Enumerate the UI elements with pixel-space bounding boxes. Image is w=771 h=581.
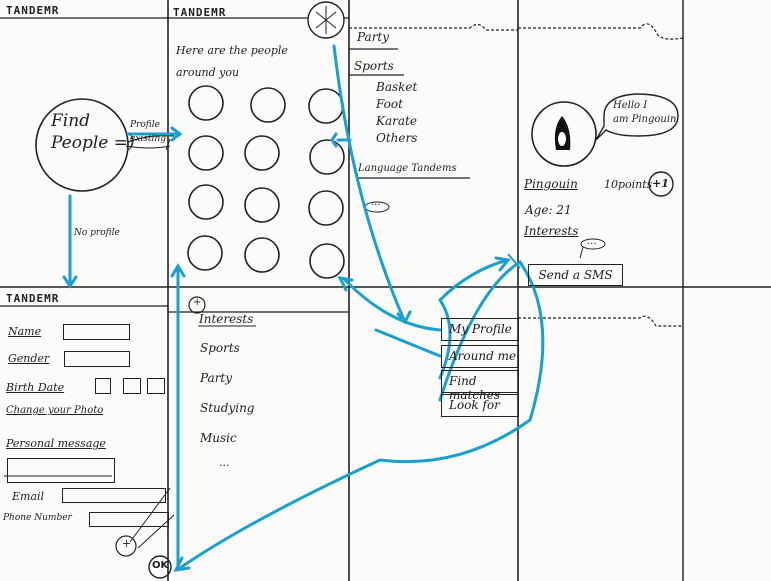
plus-one-button[interactable]: +1	[652, 177, 669, 190]
person-circle	[244, 237, 280, 273]
name-field[interactable]	[63, 324, 130, 340]
profile-interests: Interests	[524, 224, 579, 238]
interest-item[interactable]: Studying	[200, 401, 255, 415]
interests-more: ...	[219, 456, 230, 469]
avatar-circle	[531, 101, 597, 167]
person-circle	[309, 139, 345, 175]
speech-line2: am Pingouin	[613, 114, 677, 125]
birth-year-field[interactable]	[147, 378, 165, 394]
person-circle	[244, 187, 280, 223]
person-circle	[244, 135, 280, 171]
sport-item[interactable]: Karate	[376, 114, 417, 128]
people-intro-line1: Here are the people	[176, 44, 288, 57]
arrow-profile-label: Profile existing	[130, 118, 166, 146]
person-circle	[187, 235, 223, 271]
change-photo-link[interactable]: Change your Photo	[6, 405, 104, 416]
arrow-profile-line2: existing	[130, 134, 166, 144]
arrow-profile-line1: Profile	[130, 120, 160, 130]
message-field[interactable]	[7, 458, 115, 483]
interests-title: Interests	[199, 312, 254, 326]
menu-look-for[interactable]: Look for	[441, 394, 519, 417]
speech-line1: Hello I	[613, 100, 648, 111]
email-label: Email	[12, 490, 45, 503]
person-circle	[308, 88, 344, 124]
plus-one-circle	[648, 171, 674, 197]
phone-label: Phone Number	[3, 513, 72, 523]
interests-list: Sports Party Studying Music	[200, 333, 254, 453]
person-circle	[188, 85, 224, 121]
sport-item[interactable]: Others	[376, 131, 418, 145]
menu-around-me[interactable]: Around me	[441, 345, 519, 368]
gender-label: Gender	[8, 352, 50, 365]
form-plus-icon[interactable]: +	[122, 537, 132, 550]
menu-my-profile[interactable]: My Profile	[441, 318, 519, 341]
speech-text: Hello I am Pingouin	[613, 99, 677, 127]
flow-arrows	[62, 44, 545, 572]
sport-item[interactable]: Foot	[376, 97, 403, 111]
send-sms-button[interactable]: Send a SMS	[528, 264, 623, 286]
birth-month-field[interactable]	[123, 378, 141, 394]
filter-party[interactable]: Party	[357, 30, 390, 44]
interest-item[interactable]: Party	[200, 371, 233, 385]
sports-list: Basket Foot Karate Others	[376, 79, 417, 147]
email-field[interactable]	[62, 488, 166, 503]
ok-button[interactable]: OK	[152, 560, 169, 571]
home-brand: TANDEMR	[6, 4, 60, 17]
filter-more[interactable]: ...	[371, 197, 381, 208]
birth-day-field[interactable]	[95, 378, 111, 394]
speech-bubble	[595, 93, 679, 141]
menu-find-matches[interactable]: Find matches	[441, 370, 519, 402]
find-people-label-1: Find	[51, 111, 91, 131]
gender-field[interactable]	[64, 351, 130, 367]
find-people-button[interactable]: Find People =)	[51, 110, 135, 154]
sport-item[interactable]: Basket	[376, 80, 418, 94]
people-brand: TANDEMR	[173, 6, 227, 19]
find-people-circle	[35, 98, 129, 192]
people-grid	[187, 85, 345, 279]
person-circle	[188, 135, 224, 171]
person-circle	[250, 87, 286, 123]
person-circle	[309, 243, 345, 279]
profile-age: Age: 21	[525, 203, 572, 217]
birthdate-label: Birth Date	[6, 381, 65, 394]
name-label: Name	[8, 325, 42, 338]
interests-plus-icon[interactable]: +	[193, 297, 202, 308]
profile-points: 10points	[604, 178, 653, 191]
form-brand: TANDEMR	[6, 292, 60, 305]
person-circle	[308, 190, 344, 226]
phone-field[interactable]	[89, 512, 169, 527]
interest-item[interactable]: Music	[200, 431, 237, 445]
filter-sports[interactable]: Sports	[354, 59, 394, 73]
arrow-no-profile-label: No profile	[74, 228, 120, 238]
detail-more: ...	[587, 236, 597, 247]
interest-item[interactable]: Sports	[200, 341, 240, 355]
person-circle	[188, 184, 224, 220]
message-label: Personal message	[6, 437, 106, 450]
find-people-label-2: People =)	[51, 133, 135, 153]
people-intro-line2: around you	[176, 66, 240, 79]
ok-circle	[148, 555, 172, 579]
filter-language[interactable]: Language Tandems	[358, 163, 457, 174]
profile-name: Pingouin	[524, 177, 578, 191]
people-intro: Here are the people around you	[176, 40, 288, 84]
